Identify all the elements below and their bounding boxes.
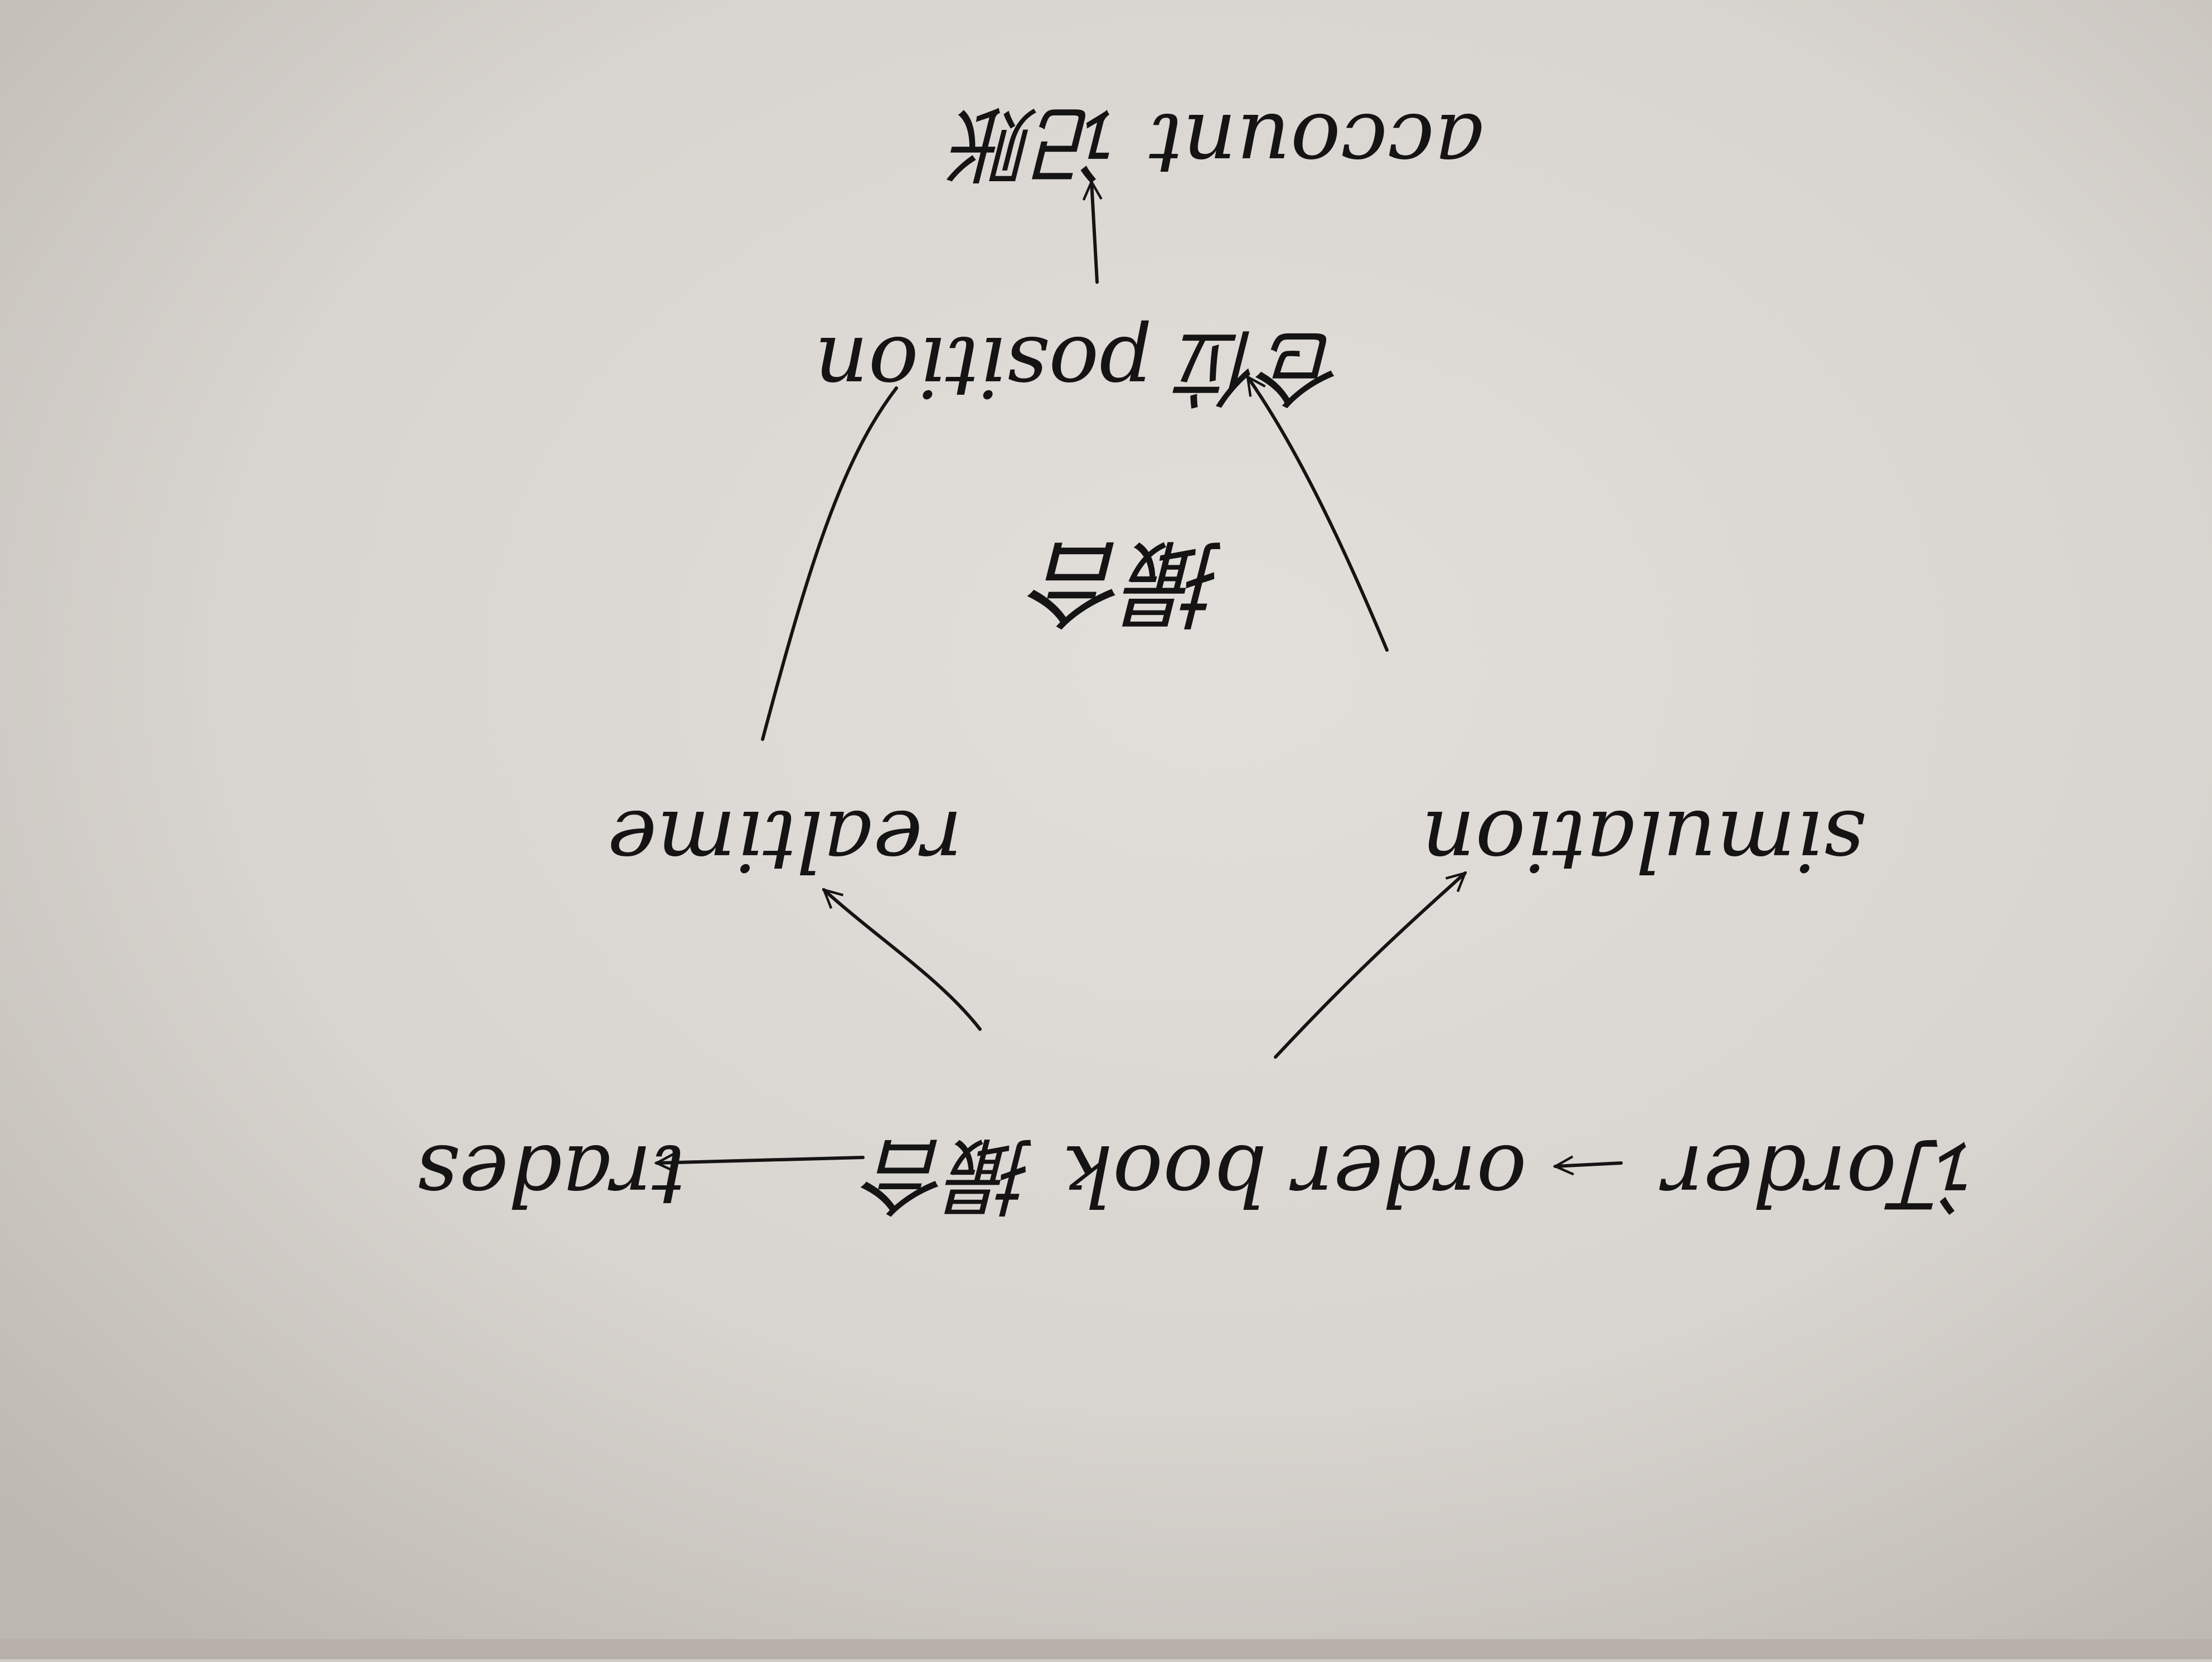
arrow-orderbook-to-simulation xyxy=(1274,873,1465,1059)
node-order-input: 订order xyxy=(1658,1126,1980,1223)
node-trades: trades xyxy=(416,1126,685,1223)
node-simulation: simulation xyxy=(1422,792,1865,889)
node-realtime: realtime xyxy=(607,792,962,889)
node-center: 撮合 xyxy=(1027,527,1225,637)
node-order-book: order book 撮合 xyxy=(860,1126,1526,1223)
node-account: account 记账 xyxy=(947,95,1485,192)
arrow-orderbook-to-trades xyxy=(657,1157,865,1163)
node-position: 仓位 position xyxy=(814,318,1346,415)
arrow-orderbook-to-realtime xyxy=(824,890,982,1031)
arrow-order-to-orderbook xyxy=(1555,1163,1623,1166)
paper-bottom-edge xyxy=(0,1639,2212,1659)
line-simulation-to-position xyxy=(1246,377,1389,652)
diagram-upright-group: 订order order book 撮合 trades simulation r… xyxy=(416,95,1980,1223)
line-realtime-to-position xyxy=(761,386,898,741)
arrow-position-to-account xyxy=(1092,182,1097,284)
